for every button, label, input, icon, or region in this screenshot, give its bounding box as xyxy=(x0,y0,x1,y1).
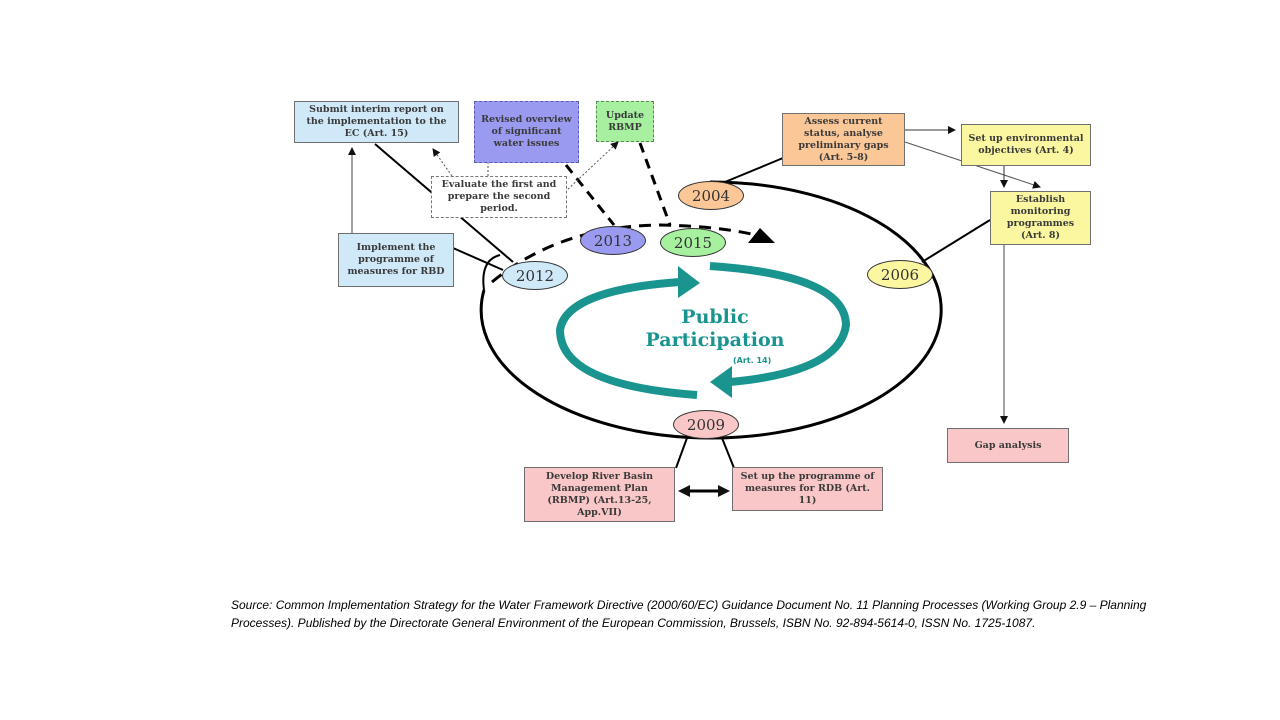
connector-2013-revised xyxy=(564,164,616,226)
connector-2006-monitoring xyxy=(921,219,991,263)
box-develop-rbmp: Develop River Basin Management Plan (RBM… xyxy=(524,467,675,522)
cycle-arc-left xyxy=(482,254,501,291)
connector-2009-programme xyxy=(721,437,735,469)
connector-2004-assess xyxy=(724,157,784,183)
public-participation-line1: Public xyxy=(681,306,749,328)
public-participation-title: Public Participation xyxy=(640,306,790,352)
box-evaluate: Evaluate the first and prepare the secon… xyxy=(431,176,567,218)
connector-2015-update xyxy=(638,142,672,226)
box-revised-overview: Revised overview of significant water is… xyxy=(474,101,579,163)
year-2009: 2009 xyxy=(673,410,739,439)
arrow-evaluate-submit xyxy=(432,148,453,177)
box-assess-status: Assess current status, analyse prelimina… xyxy=(782,113,905,166)
box-submit-interim-report: Submit interim report on the implementat… xyxy=(294,101,459,143)
box-monitoring-programmes: Establish monitoring programmes (Art. 8) xyxy=(990,191,1091,245)
year-2013: 2013 xyxy=(580,226,646,255)
box-implement-programme: Implement the programme of measures for … xyxy=(338,233,454,287)
public-participation-article: (Art. 14) xyxy=(733,356,772,365)
year-2015: 2015 xyxy=(660,228,726,257)
cycle-ellipse xyxy=(479,180,943,440)
box-environmental-objectives: Set up environmental objectives (Art. 4) xyxy=(961,124,1091,166)
year-2006: 2006 xyxy=(867,260,933,289)
public-participation-line2: Participation xyxy=(645,329,785,351)
future-arrowhead xyxy=(748,228,775,243)
pp-arrow-bottom xyxy=(709,262,851,386)
connector-2009-develop xyxy=(675,437,688,469)
source-citation: Source: Common Implementation Strategy f… xyxy=(231,598,1147,630)
year-2004: 2004 xyxy=(678,181,744,210)
pp-arrow-top xyxy=(555,278,698,399)
pp-arrowhead-bottom xyxy=(710,366,732,398)
dashed-future-arc xyxy=(491,223,761,284)
box-gap-analysis: Gap analysis xyxy=(947,428,1069,463)
year-2012: 2012 xyxy=(502,261,568,290)
box-update-rbmp: Update RBMP xyxy=(596,101,654,142)
connector-implement-2012 xyxy=(452,247,504,271)
pp-arrowhead-top xyxy=(678,266,700,298)
arrow-evaluate-update xyxy=(564,141,619,193)
box-programme-measures: Set up the programme of measures for RDB… xyxy=(732,467,883,511)
